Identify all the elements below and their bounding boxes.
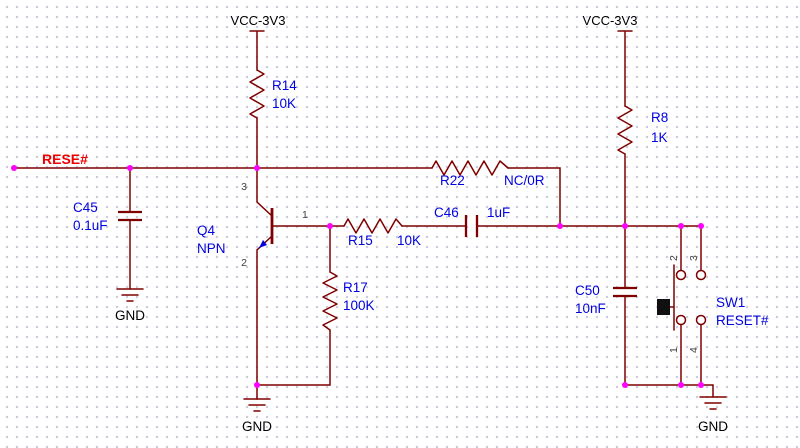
wire[interactable] [507, 167, 561, 227]
capacitor-plates-icon[interactable] [613, 286, 637, 298]
junction-dot [698, 223, 704, 229]
resistor-zigzag-icon[interactable] [322, 271, 338, 331]
resistor-zigzag-icon[interactable] [617, 105, 633, 155]
power-symbol-vcc-right[interactable]: VCC-3V3 [583, 13, 638, 32]
switch-contact-icon[interactable] [675, 314, 687, 326]
value-R8[interactable]: 1K [651, 130, 668, 145]
pin-number-q4-collector: 3 [241, 181, 247, 193]
junction-dot [327, 223, 333, 229]
resistor-R14[interactable]: R14 10K [249, 69, 297, 119]
value-C45[interactable]: 0.1uF [73, 218, 108, 233]
switch-contact-icon[interactable] [675, 269, 687, 281]
switch-SW1[interactable]: 2 3 1 4 SW1 RESET# [657, 225, 769, 386]
value-C46[interactable]: 1uF [487, 205, 510, 220]
junction-dots [11, 165, 704, 388]
ref-des-R15[interactable]: R15 [348, 233, 373, 248]
ref-des-R22[interactable]: R22 [440, 173, 465, 188]
junction-dot [622, 382, 628, 388]
pin-number-sw1-2: 2 [668, 255, 680, 261]
ref-des-R14[interactable]: R14 [272, 78, 297, 93]
resistor-zigzag-icon[interactable] [431, 160, 509, 176]
capacitor-C45[interactable]: C45 0.1uF [73, 200, 142, 233]
pin-number-sw1-3: 3 [688, 255, 700, 261]
junction-dot [11, 165, 17, 171]
resistor-zigzag-icon[interactable] [343, 218, 403, 234]
switch-contact-icon[interactable] [695, 314, 707, 326]
junction-dot [678, 223, 684, 229]
gnd-icon[interactable] [699, 396, 727, 410]
junction-dot [698, 382, 704, 388]
junction-dot [678, 382, 684, 388]
junction-dot [557, 223, 563, 229]
gnd-icon[interactable] [243, 398, 271, 412]
wires[interactable] [13, 31, 714, 386]
value-R14[interactable]: 10K [272, 96, 296, 111]
power-label-vcc-right[interactable]: VCC-3V3 [583, 13, 638, 28]
ref-des-R17[interactable]: R17 [343, 280, 368, 295]
value-R17[interactable]: 100K [343, 298, 375, 313]
resistor-R17[interactable]: R17 100K [322, 271, 375, 331]
ref-des-C50[interactable]: C50 [575, 283, 600, 298]
ref-des-R8[interactable]: R8 [651, 110, 668, 125]
gnd-label[interactable]: GND [242, 419, 272, 434]
power-label-vcc-left[interactable]: VCC-3V3 [231, 13, 286, 28]
capacitor-C46[interactable]: C46 1uF [434, 205, 510, 237]
gnd-label[interactable]: GND [115, 308, 145, 323]
value-Q4[interactable]: NPN [197, 241, 226, 256]
ref-des-SW1[interactable]: SW1 [716, 295, 745, 310]
collector-lead[interactable] [256, 167, 273, 217]
resistor-R22[interactable]: R22 NC/0R [431, 160, 545, 188]
pin-number-q4-emitter: 2 [241, 257, 247, 269]
capacitor-plates-icon[interactable] [118, 210, 142, 222]
ground-symbol-center[interactable]: GND [242, 384, 272, 434]
pin-number-sw1-1: 1 [668, 347, 680, 353]
junction-dot [622, 223, 628, 229]
ground-symbol-left[interactable]: GND [115, 288, 145, 323]
junction-dot [127, 165, 133, 171]
value-SW1[interactable]: RESET# [716, 313, 769, 328]
pin-number-sw1-4: 4 [688, 347, 700, 353]
ground-symbol-right[interactable]: GND [698, 384, 728, 434]
resistor-R8[interactable]: R8 1K [617, 105, 668, 155]
power-symbol-vcc-left[interactable]: VCC-3V3 [231, 13, 286, 32]
resistor-zigzag-icon[interactable] [249, 69, 265, 119]
transistor-Q4[interactable]: 3 2 1 Q4 NPN [197, 167, 308, 386]
junction-dot [254, 382, 260, 388]
value-R22[interactable]: NC/0R [504, 173, 545, 188]
value-C50[interactable]: 10nF [575, 301, 606, 316]
junction-dot [254, 165, 260, 171]
wire[interactable] [256, 329, 331, 386]
gnd-label[interactable]: GND [698, 419, 728, 434]
npn-emitter-arrow-icon [259, 240, 267, 248]
resistor-R15[interactable]: R15 10K [343, 218, 421, 248]
capacitor-plates-icon[interactable] [464, 215, 479, 237]
value-R15[interactable]: 10K [397, 233, 421, 248]
switch-contact-icon[interactable] [695, 269, 707, 281]
emitter-lead[interactable] [256, 235, 273, 386]
ref-des-Q4[interactable]: Q4 [197, 223, 216, 238]
gnd-icon[interactable] [116, 288, 144, 302]
net-label-reset[interactable]: RESE# [42, 151, 88, 167]
capacitor-C50[interactable]: C50 10nF [575, 283, 637, 316]
ref-des-C45[interactable]: C45 [73, 200, 98, 215]
pin-number-q4-base: 1 [302, 209, 308, 221]
ref-des-C46[interactable]: C46 [434, 205, 459, 220]
switch-plunger-icon[interactable] [657, 299, 670, 315]
